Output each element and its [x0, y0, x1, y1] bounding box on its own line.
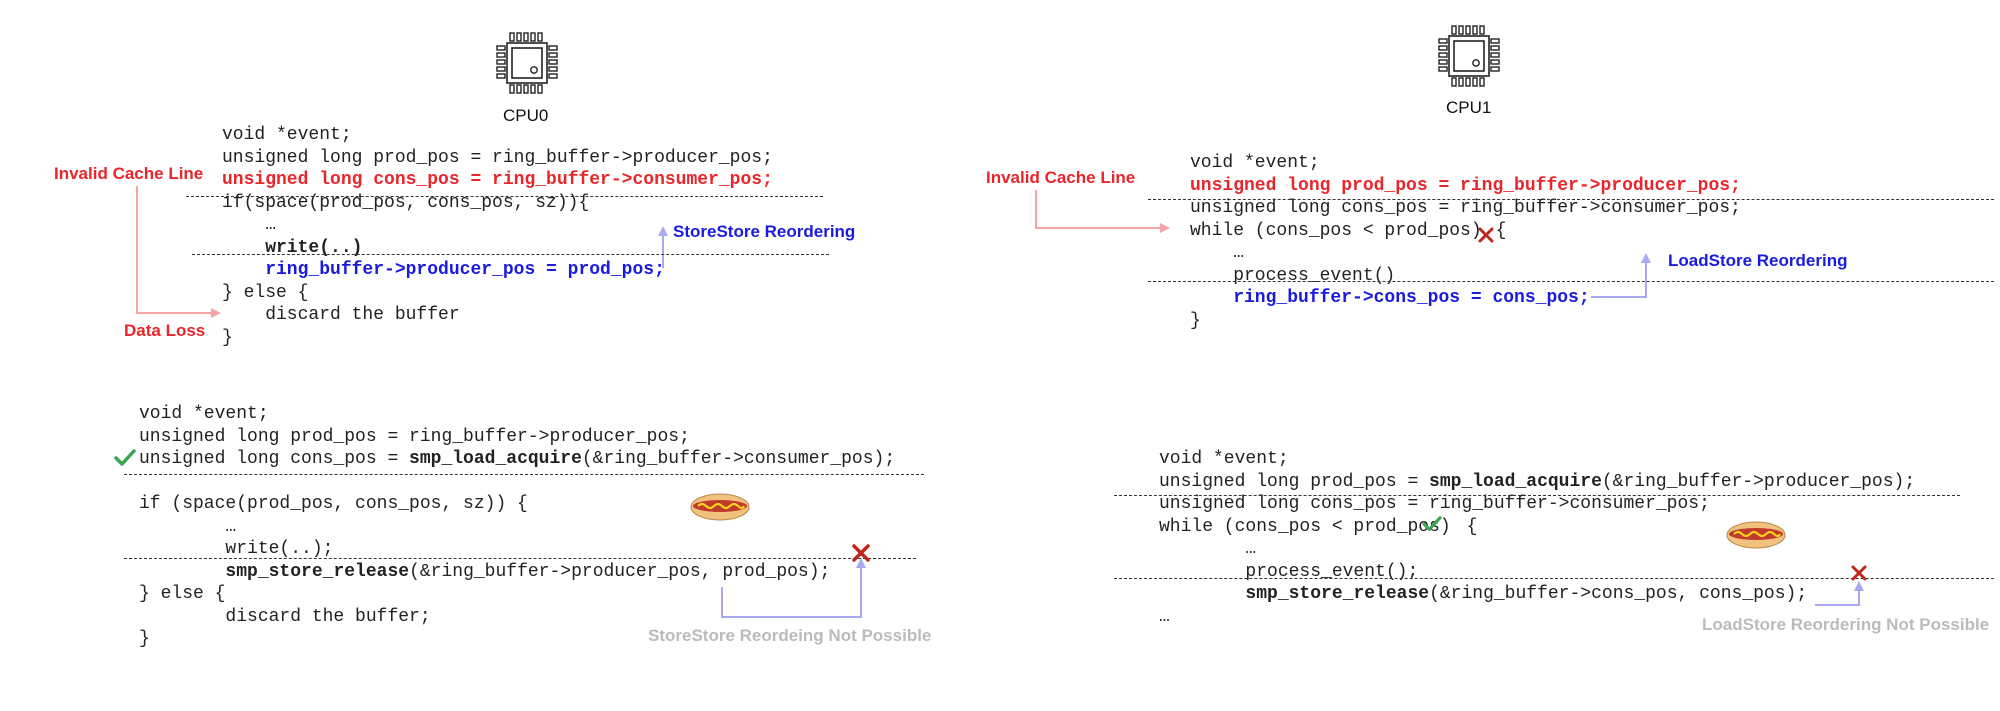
divider-line — [1148, 199, 1994, 200]
code-line-bold: write(..) — [222, 237, 363, 258]
loadstore-not-possible-label: LoadStore Reordering Not Possible — [1702, 615, 1990, 634]
storestore-not-possible-arrow — [721, 558, 866, 618]
code-line: smp_store_release(&ring_buffer->cons_pos… — [1245, 584, 1808, 604]
code-line: { — [1466, 516, 1478, 537]
divider-line — [192, 254, 829, 255]
code-line-highlight-blue: ring_buffer->cons_pos = cons_pos; — [1190, 288, 1590, 308]
cpu1-code-block: void *event; unsigned long prod_pos = ri… — [1190, 152, 1741, 332]
cpu0-code-block: void *event; unsigned long prod_pos = ri… — [222, 124, 773, 349]
code-line: } — [139, 629, 150, 649]
code-line: void *event; — [1159, 449, 1289, 469]
divider-line — [186, 196, 823, 197]
code-line: unsigned long cons_pos = smp_load_acquir… — [139, 449, 896, 469]
divider-line — [1114, 578, 1994, 579]
code-line-highlight-red: unsigned long prod_pos = ring_buffer->pr… — [1190, 175, 1741, 196]
data-loss-label: Data Loss — [124, 321, 206, 340]
check-mark-icon — [1422, 516, 1442, 531]
code-line: … — [1190, 243, 1245, 263]
smp-store-release-call: smp_store_release — [1245, 584, 1430, 604]
code-line: smp_store_release(&ring_buffer->producer… — [225, 561, 831, 582]
data-loss-arrow — [136, 186, 221, 318]
code-line: unsigned long prod_pos = smp_load_acquir… — [1159, 471, 1916, 492]
loadstore-not-possible-arrow — [1815, 581, 1864, 606]
code-line: unsigned long cons_pos = ring_buffer->co… — [1159, 494, 1710, 514]
invalid-cache-line-label: Invalid Cache Line — [54, 164, 204, 183]
divider-line — [124, 474, 924, 475]
fixed-cpu1-code-block: void *event; unsigned long prod_pos = sm… — [1159, 448, 1915, 628]
cpu0-label: CPU0 — [503, 106, 549, 125]
hotdog-icon — [690, 493, 750, 521]
code-line: } — [1190, 310, 1201, 331]
code-line: unsigned long cons_pos = ring_buffer->co… — [1190, 198, 1741, 218]
divider-line — [1114, 495, 1960, 496]
divider-line — [1148, 281, 1994, 282]
cpu-chip-icon — [496, 32, 558, 94]
loadstore-reordering-label: LoadStore Reordering — [1668, 251, 1848, 270]
divider-line — [124, 558, 916, 559]
code-line: discard the buffer — [222, 305, 460, 325]
cpu-chip-icon — [1438, 25, 1500, 87]
code-line: unsigned long prod_pos = ring_buffer->pr… — [139, 426, 690, 447]
code-line: unsigned long prod_pos = ring_buffer->pr… — [222, 147, 773, 168]
invalid-cache-line-label: Invalid Cache Line — [986, 168, 1136, 187]
code-line: process_event(); — [1159, 561, 1419, 582]
storestore-reordering-label: StoreStore Reordering — [673, 222, 856, 241]
code-line: if(space(prod_pos, cons_pos, sz)){ — [222, 192, 590, 213]
code-line: { — [1495, 220, 1507, 241]
code-line: while (cons_pos < prod_pos) — [1159, 516, 1451, 537]
code-line: write(..); — [139, 539, 334, 559]
smp-load-acquire-call: smp_load_acquire — [409, 449, 582, 469]
check-mark-icon — [114, 449, 136, 466]
smp-load-acquire-call: smp_load_acquire — [1429, 471, 1602, 492]
code-line: … — [139, 516, 237, 537]
cpu1-invalid-cache-arrow — [1035, 190, 1170, 233]
code-line: while (cons_pos < prod_pos) — [1190, 220, 1482, 241]
hotdog-icon — [1726, 521, 1786, 549]
fixed-cpu0-code-block: void *event; unsigned long prod_pos = ri… — [139, 403, 895, 651]
code-line: discard the buffer; — [139, 606, 431, 627]
code-line: … — [222, 215, 277, 235]
cross-mark-icon — [852, 544, 870, 562]
code-line: process_event() — [1190, 265, 1396, 286]
code-line: void *event; — [139, 404, 269, 424]
code-line: if (space(prod_pos, cons_pos, sz)) { — [139, 494, 528, 514]
code-line: void *event; — [222, 125, 352, 145]
smp-store-release-call: smp_store_release — [225, 561, 410, 582]
code-line: … — [1159, 539, 1257, 559]
code-line: void *event; — [1190, 153, 1320, 173]
code-line: } — [222, 327, 233, 348]
code-line-highlight-red: unsigned long cons_pos = ring_buffer->co… — [222, 170, 773, 190]
code-line: } else { — [139, 584, 226, 604]
code-line-highlight-blue: ring_buffer->producer_pos = prod_pos; — [222, 260, 665, 280]
cross-mark-icon — [1478, 227, 1494, 243]
loadstore-reordering-arrow — [1591, 253, 1651, 298]
cpu1-label: CPU1 — [1446, 98, 1492, 117]
storestore-not-possible-label: StoreStore Reordeing Not Possible — [648, 626, 932, 645]
code-line: … — [1159, 606, 1170, 627]
code-line: } else { — [222, 282, 309, 303]
cross-mark-icon — [1851, 565, 1867, 581]
